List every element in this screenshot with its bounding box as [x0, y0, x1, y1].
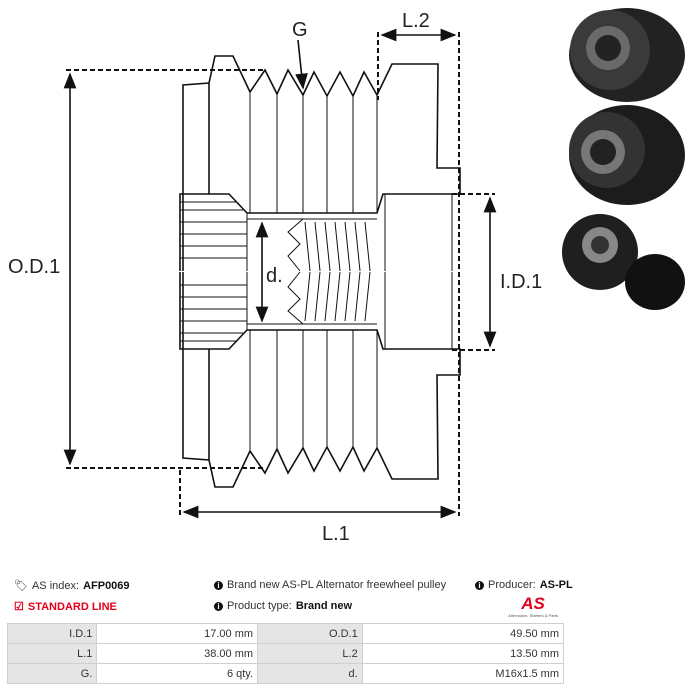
as-index: 🏷AS index:AFP0069	[14, 579, 130, 593]
label-od1: O.D.1	[8, 256, 60, 278]
standard-line-badge: ☑STANDARD LINE	[14, 600, 117, 614]
info-icon: i	[214, 580, 223, 590]
checkbox-icon: ☑	[14, 601, 24, 613]
tag-icon: 🏷	[14, 580, 28, 592]
label-id1: I.D.1	[500, 271, 542, 293]
product-photos	[562, 8, 685, 310]
info-icon: i	[475, 580, 484, 590]
label-l2: L.2	[402, 10, 430, 32]
photo-pulley-angle	[569, 105, 685, 205]
pulley-drawing: G L.2 O.D.1 I.D.1 d. L.1	[8, 8, 685, 545]
photo-pulley-cap	[562, 214, 685, 310]
info-icon: i	[214, 601, 223, 611]
label-l1: L.1	[322, 523, 350, 545]
label-g: G	[292, 19, 308, 41]
label-d: d.	[266, 265, 283, 287]
photo-pulley-front	[569, 8, 685, 102]
table-row: G.6 qty.d.M16x1.5 mm	[6, 663, 565, 684]
